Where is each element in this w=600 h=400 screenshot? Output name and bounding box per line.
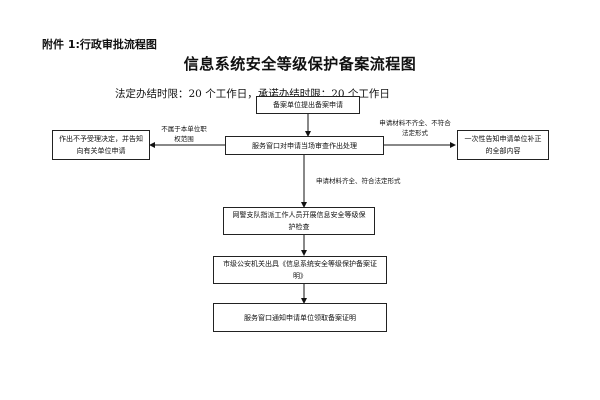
box-certificate: 市级公安机关出具《信息系统安全等级保护备案证明》 bbox=[213, 256, 387, 284]
box-submit-application: 备案单位提出备案申请 bbox=[256, 96, 360, 114]
box-supplement-notice: 一次性告知申请单位补正的全部内容 bbox=[457, 130, 549, 160]
label-not-in-scope: 不属于本单位职权范围 bbox=[161, 125, 207, 143]
box-notify-collect: 服务窗口通知申请单位领取备案证明 bbox=[213, 303, 387, 332]
box-reject-decision: 作出不予受理决定，并告知向有关单位申请 bbox=[52, 130, 150, 160]
label-materials-complete: 申请材料齐全、符合法定形式 bbox=[316, 177, 401, 185]
page-title: 信息系统安全等级保护备案流程图 bbox=[183, 55, 417, 73]
attachment-label: 附件 1:行政审批流程图 bbox=[42, 38, 157, 51]
box-window-review: 服务窗口对申请当场审查作出处理 bbox=[225, 136, 384, 155]
box-inspection: 网警支队指派工作人员开展信息安全等级保护检查 bbox=[223, 207, 375, 235]
label-materials-incomplete: 申请材料不齐全、不符合法定形式 bbox=[379, 119, 451, 137]
